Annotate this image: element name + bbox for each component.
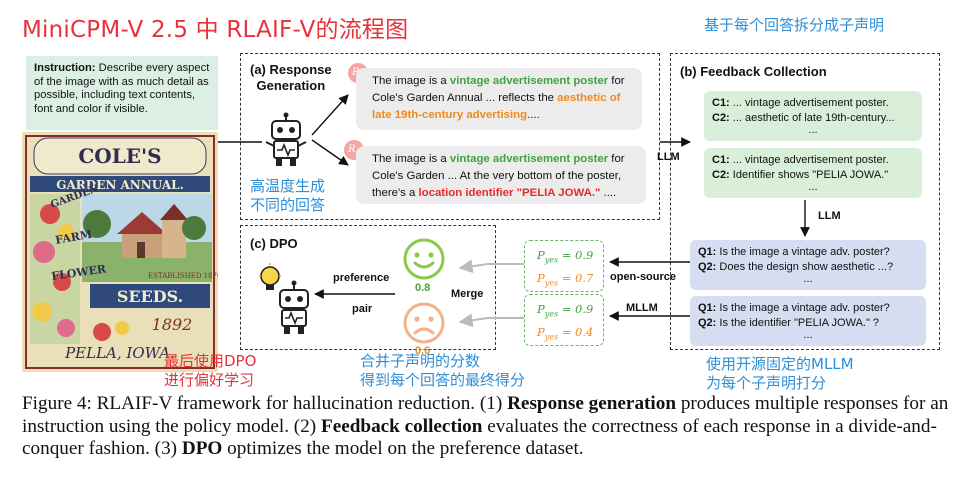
response-r0: The image is a vintage advertisement pos… (356, 68, 642, 130)
note-high-temperature: 高温度生成 不同的回答 (250, 177, 326, 214)
happy-face-icon (403, 238, 445, 280)
svg-text:PELLA, IOWA.: PELLA, IOWA. (64, 344, 175, 362)
score-box-r0: Pyes = 0.9 Pyes = 0.7 (524, 240, 604, 292)
poster-image: COLE'S GARDEN ANNUAL. GARDEN (22, 132, 218, 372)
feedback-title: (b) Feedback Collection (680, 64, 827, 79)
svg-text:1892: 1892 (152, 315, 193, 334)
instruction-text: Describe every aspect of the image with … (34, 62, 210, 115)
panel-response-generation (240, 53, 660, 220)
mllm-label: MLLM (626, 302, 658, 314)
policy-robot-icon (265, 112, 307, 166)
svg-text:GARDEN ANNUAL.: GARDEN ANNUAL. (56, 178, 184, 192)
sad-score: 0.6 (415, 345, 431, 357)
claims-r0: C1: ... vintage advertisement poster. C2… (704, 91, 922, 141)
note-dpo-learning: 最后使用DPO 进行偏好学习 (164, 352, 257, 389)
generation-title: (a) Response Generation (250, 62, 332, 93)
questions-r1: Q1: Is the image a vintage adv. poster? … (690, 296, 926, 346)
figure-title: MiniCPM-V 2.5 中 RLAIF-V的流程图 (22, 17, 409, 43)
trained-robot-icon (259, 263, 309, 334)
merge-arrow-1 (458, 259, 524, 274)
dpo-title: (c) DPO (250, 236, 298, 251)
poster-illustration: COLE'S GARDEN ANNUAL. GARDEN (22, 132, 218, 372)
merge-arrow-2 (458, 313, 524, 328)
claims-r1: C1: ... vintage advertisement poster. C2… (704, 148, 922, 198)
pair-label: pair (352, 303, 373, 315)
figure-caption: Figure 4: RLAIF-V framework for hallucin… (22, 393, 949, 460)
panel-dpo (240, 225, 496, 350)
happy-score: 0.8 (415, 282, 431, 294)
arrow-to-r0 (311, 94, 349, 136)
svg-text:FARM: FARM (54, 228, 93, 247)
arrow-to-r1 (311, 139, 349, 166)
svg-text:COLE'S: COLE'S (78, 144, 161, 168)
preference-label: preference (333, 272, 390, 284)
instruction-box: Instruction: Describe every aspect of th… (26, 56, 218, 130)
instruction-label: Instruction: (34, 62, 96, 74)
llm-label-split: LLM (657, 151, 680, 163)
sad-face-icon (403, 302, 445, 344)
merge-label: Merge (451, 288, 484, 300)
svg-text:SEEDS.: SEEDS. (117, 287, 183, 306)
llm-label-questions: LLM (818, 210, 841, 222)
score-box-r1: Pyes = 0.9 Pyes = 0.4 (524, 294, 604, 346)
note-split-claims: 基于每个回答拆分成子声明 (704, 16, 885, 34)
questions-r0: Q1: Is the image a vintage adv. poster? … (690, 240, 926, 290)
note-mllm-scoring: 使用开源固定的MLLM 为每个子声明打分 (706, 355, 854, 392)
svg-text:ESTABLISHED 1870: ESTABLISHED 1870 (148, 272, 218, 280)
response-r1: The image is a vintage advertisement pos… (356, 146, 646, 204)
open-source-label: open-source (610, 271, 677, 283)
panel-feedback-collection (670, 53, 940, 350)
note-merge-scores: 合并子声明的分数 得到每个回答的最终得分 (360, 352, 526, 389)
